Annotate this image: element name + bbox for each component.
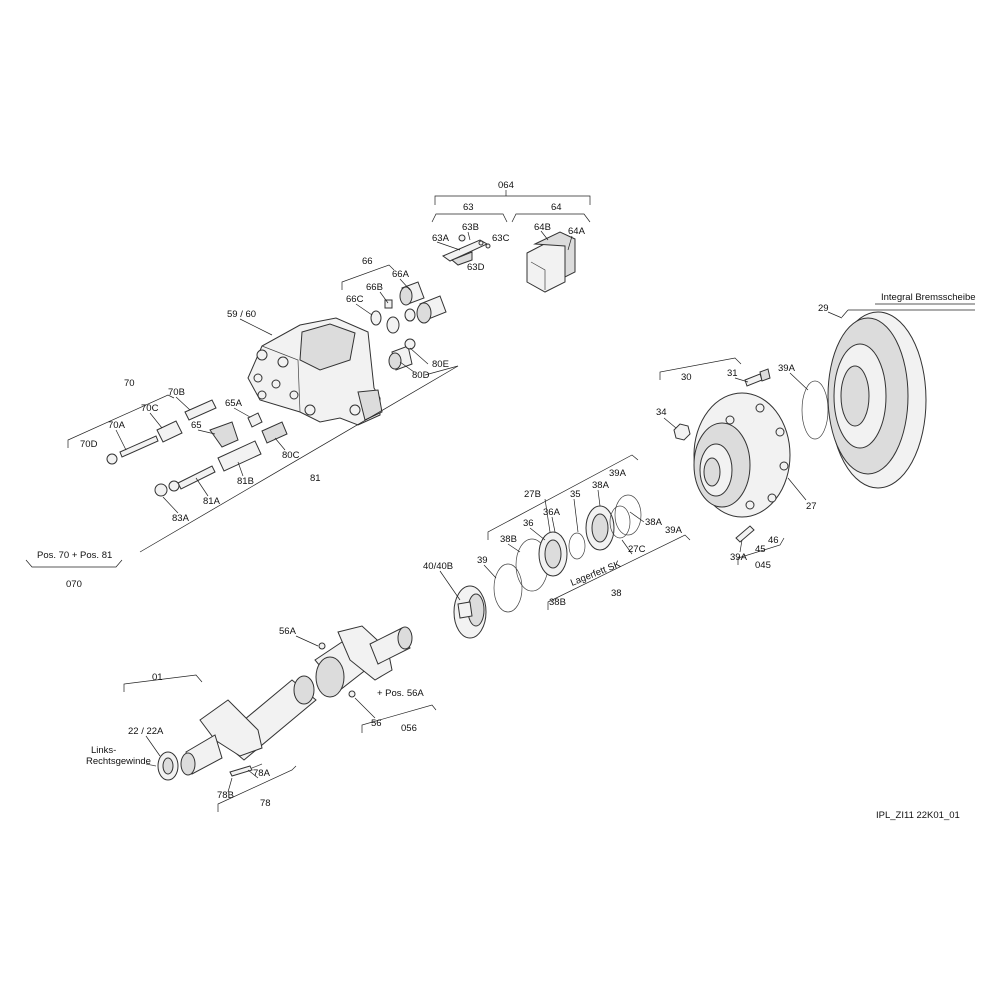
label-39A-middle-right: 39A [665,525,683,536]
label-70: 70 [124,378,135,389]
label-39A-middle: 39A [609,468,627,479]
label-81A: 81A [203,496,221,507]
label-36: 36 [523,518,534,529]
label-65A: 65A [225,398,243,409]
label-35: 35 [570,489,581,500]
drawing-reference: IPL_ZI11 22K01_01 [876,810,960,821]
label-39: 39 [477,555,488,566]
label-66A: 66A [392,269,410,280]
leader-lines [115,230,809,793]
integral-brake-disc [827,309,927,489]
label-45: 45 [755,544,766,555]
label-64A: 64A [568,226,586,237]
label-38B-top: 38B [500,534,517,545]
label-40-40B: 40/40B [423,561,453,572]
label-27C: 27C [628,544,646,555]
label-pos-56A: + Pos. 56A [377,688,424,699]
label-70D: 70D [80,439,98,450]
label-34: 34 [656,407,667,418]
label-pos-70-81: Pos. 70 + Pos. 81 [37,550,112,561]
label-65: 65 [191,420,202,431]
label-80D: 80D [412,370,430,381]
label-83A: 83A [172,513,190,524]
label-64: 64 [551,202,562,213]
label-66B: 66B [366,282,383,293]
label-36A: 36A [543,507,561,518]
label-63A: 63A [432,233,450,244]
label-59-60: 59 / 60 [227,309,256,320]
label-045: 045 [755,560,771,571]
label-30: 30 [681,372,692,383]
label-46: 46 [768,535,779,546]
sensor-78 [217,763,297,812]
label-63B: 63B [462,222,479,233]
callout-labels: 064 63 64 63A 63B 63C 63D 64A 64B 66 66A… [37,180,976,821]
label-38A-middle: 38A [645,517,663,528]
label-70A: 70A [108,420,126,431]
guide-pin-group [67,365,459,553]
label-22-22A: 22 / 22A [128,726,164,737]
label-63D: 63D [467,262,485,273]
label-links: Links- [91,745,116,756]
brake-caliper-housing [247,317,383,426]
label-80C: 80C [282,450,300,461]
hub-cap-group [453,563,523,639]
label-01: 01 [152,672,163,683]
label-81: 81 [310,473,321,484]
wheel-hub [659,357,791,565]
label-38A-top: 38A [592,480,610,491]
label-70C: 70C [141,403,159,414]
label-78: 78 [260,798,271,809]
label-064: 064 [498,180,514,191]
label-39A-top: 39A [778,363,796,374]
bearing-group [487,454,691,610]
axle-stub-056 [314,625,437,733]
axle-beam-01 [123,674,317,781]
label-070: 070 [66,579,82,590]
label-78B: 78B [217,790,234,801]
label-78A: 78A [253,768,271,779]
label-80E: 80E [432,359,449,370]
label-39A-bottom: 39A [730,552,748,563]
label-rechtsgewinde: Rechtsgewinde [86,756,151,767]
label-38B-bottom: 38B [549,597,566,608]
label-64B: 64B [534,222,551,233]
bellows-group [341,264,459,376]
label-integral-bremsscheibe: Integral Bremsscheibe [881,292,976,303]
label-29: 29 [818,303,829,314]
label-27B: 27B [524,489,541,500]
label-56A: 56A [279,626,297,637]
label-81B: 81B [237,476,254,487]
label-63: 63 [463,202,474,213]
label-70B: 70B [168,387,185,398]
label-27: 27 [806,501,817,512]
label-66: 66 [362,256,373,267]
label-63C: 63C [492,233,510,244]
label-31: 31 [727,368,738,379]
label-lagerfett-sk: Lagerfett SK [569,559,623,589]
label-38: 38 [611,588,622,599]
label-66C: 66C [346,294,364,305]
brake-pad-group [431,190,591,293]
label-56: 56 [371,718,382,729]
label-056: 056 [401,723,417,734]
